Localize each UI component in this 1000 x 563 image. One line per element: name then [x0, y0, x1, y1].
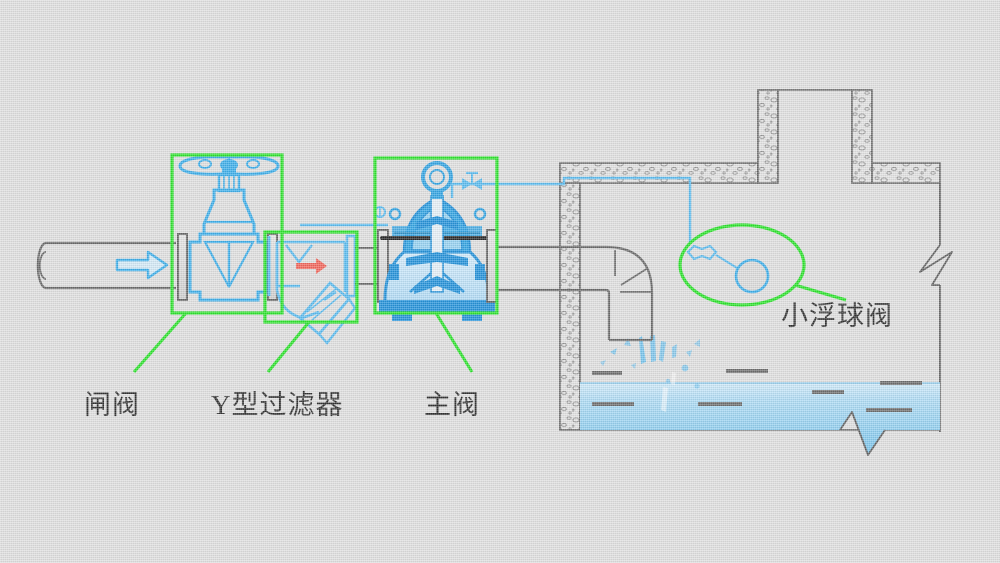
inlet-flow-arrow	[115, 250, 169, 280]
strainer-flow-arrow	[296, 258, 327, 274]
water-level-dashes	[592, 369, 922, 412]
gate-valve	[177, 155, 280, 302]
pilot-control-tube	[300, 171, 692, 243]
gate-valve-box	[170, 153, 284, 315]
break-line-symbol	[919, 244, 953, 286]
label-main-valve: 主阀	[424, 390, 480, 420]
main-valve	[377, 161, 498, 321]
handwheel	[178, 155, 280, 176]
callout-leader-lines	[132, 283, 847, 373]
inlet-pipe	[36, 241, 176, 290]
y-strainer	[267, 234, 357, 345]
float-valve-ellipse	[678, 223, 806, 307]
leader-main-valve	[434, 312, 474, 373]
tank-water	[580, 369, 940, 456]
outlet-pipe-elbow	[497, 245, 654, 342]
label-y-strainer: Y型过滤器	[211, 390, 344, 420]
small-float-ball-valve	[686, 244, 770, 294]
label-float-valve: 小浮球阀	[781, 301, 893, 331]
leader-gate-valve	[132, 312, 188, 373]
y-strainer-box	[263, 230, 359, 324]
water-splash-droplets	[600, 335, 700, 412]
leader-float-valve	[794, 283, 847, 302]
leader-y-strainer	[266, 321, 311, 373]
pilot-valve-symbol	[462, 171, 482, 190]
label-gate-valve: 闸阀	[84, 390, 140, 420]
